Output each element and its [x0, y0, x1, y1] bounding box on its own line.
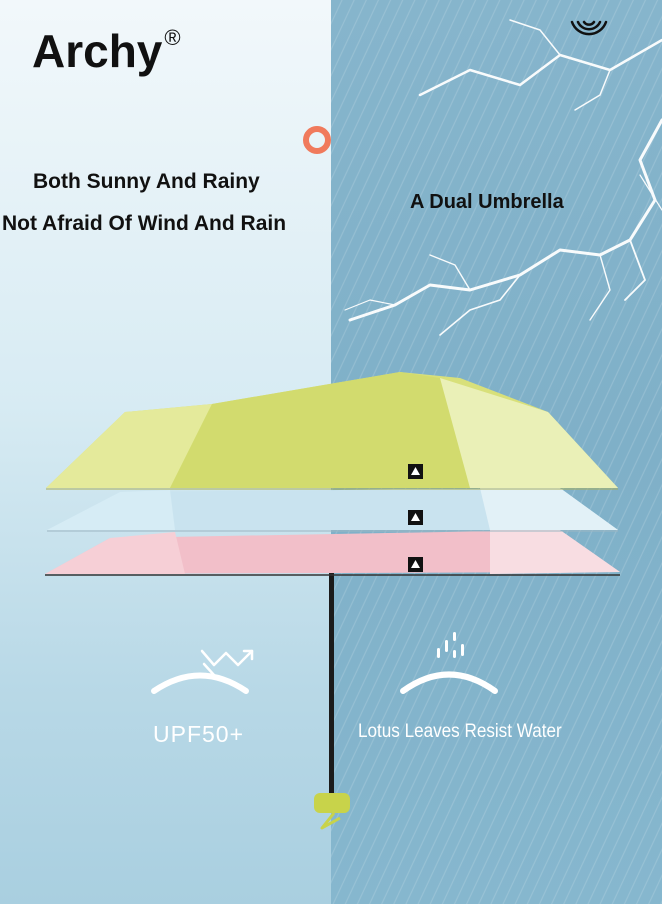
feature-upf-label: UPF50+ — [153, 721, 245, 747]
sun-arc-icon — [151, 672, 249, 694]
canopy-blue — [47, 488, 618, 532]
wifi-signal-icon — [570, 20, 608, 36]
logo-icon — [408, 464, 423, 572]
canopy-pink — [45, 530, 620, 576]
umbrella-shaft — [329, 572, 334, 797]
feature-lotus-label: Lotus Leaves Resist Water — [358, 721, 562, 742]
headline-wind-rain: Not Afraid Of Wind And Rain — [2, 212, 287, 235]
brand-name: Archy — [32, 25, 163, 77]
water-drops-icon — [400, 632, 498, 694]
lightning-icon — [344, 19, 662, 336]
headline-dual-umbrella: A Dual Umbrella — [410, 191, 564, 213]
headline-sunny-rainy: Both Sunny And Rainy — [33, 170, 260, 193]
canopy-yellow — [46, 372, 618, 490]
accent-ring — [303, 126, 331, 154]
uv-arrows-icon — [200, 649, 254, 677]
brand-logo: Archy® — [32, 24, 181, 78]
umbrella-handle — [314, 793, 350, 830]
registered-mark: ® — [164, 24, 181, 50]
